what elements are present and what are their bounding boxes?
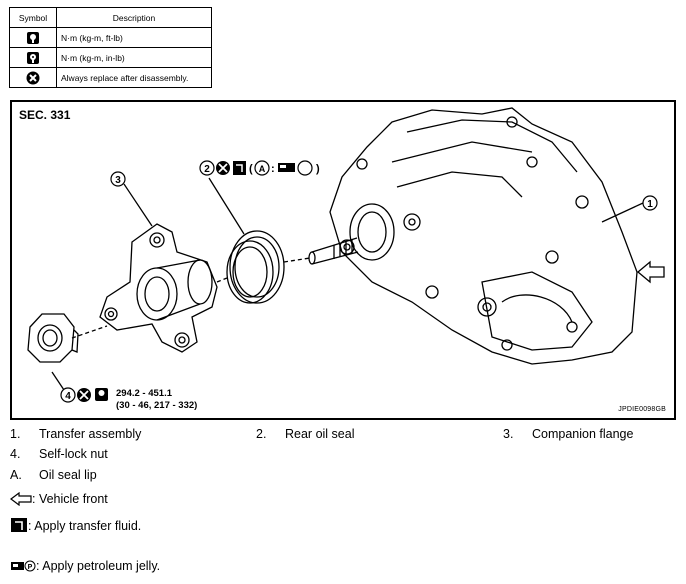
part-item: 2.Rear oil seal bbox=[256, 427, 355, 441]
diagram-artwork: 1 2 3 4 ( A : ) bbox=[27, 107, 665, 403]
callout-4: 4 bbox=[65, 391, 71, 402]
torque-value: 294.2 - 451.1 bbox=[116, 388, 172, 399]
torque-wrench-icon bbox=[9, 27, 57, 48]
self-lock-nut bbox=[27, 313, 75, 363]
transfer-fluid-icon bbox=[11, 518, 27, 532]
section-label: SEC. 331 bbox=[19, 108, 71, 122]
companion-flange bbox=[99, 223, 218, 353]
replace-part-icon bbox=[9, 67, 57, 88]
figure-code: JPDIE0098GB bbox=[618, 406, 666, 413]
part-name: Companion flange bbox=[532, 427, 634, 441]
symbol-description: N·m (kg-m, in-lb) bbox=[56, 47, 212, 68]
replace-part-icon bbox=[216, 161, 230, 175]
symbol-header: Symbol bbox=[9, 7, 57, 28]
part-name: Transfer assembly bbox=[39, 427, 142, 441]
rear-oil-seal bbox=[229, 230, 285, 304]
symbol-table: Symbol Description N·m (kg-m, ft-lb) N·m… bbox=[9, 7, 212, 88]
petroleum-jelly-icon bbox=[278, 160, 313, 176]
transfer-assembly bbox=[329, 107, 638, 365]
legend-vehicle-front: : Vehicle front bbox=[10, 491, 108, 507]
legend-petroleum-jelly: P: Apply petroleum jelly. bbox=[10, 559, 160, 573]
part-name: Rear oil seal bbox=[285, 427, 355, 441]
callout-a: A bbox=[259, 164, 266, 174]
part-item: 3.Companion flange bbox=[503, 427, 634, 441]
callout-2: 2 bbox=[204, 164, 210, 175]
seal-callout-open: ( bbox=[249, 163, 253, 175]
torque-wrench-icon bbox=[95, 388, 108, 401]
transfer-fluid-icon bbox=[233, 161, 246, 175]
description-header: Description bbox=[56, 7, 212, 28]
replace-part-icon bbox=[77, 388, 91, 402]
petroleum-jelly-icon: P bbox=[11, 560, 36, 572]
svg-text:P: P bbox=[28, 564, 33, 571]
part-name: Oil seal lip bbox=[39, 468, 97, 482]
seal-callout-close: ) bbox=[316, 163, 320, 175]
vehicle-front-icon bbox=[10, 491, 32, 507]
torque-wrench-small-icon bbox=[9, 47, 57, 68]
torque-spec: 294.2 - 451.1 (30 - 46, 217 - 332) bbox=[116, 388, 197, 412]
symbol-description: N·m (kg-m, ft-lb) bbox=[56, 27, 212, 48]
legend-transfer-fluid: : Apply transfer fluid. bbox=[10, 517, 141, 533]
torque-value-alt: (30 - 46, 217 - 332) bbox=[116, 400, 198, 411]
vehicle-front-arrow bbox=[636, 260, 665, 284]
exploded-diagram: 1 2 3 4 ( A : ) SEC. 331 294.2 - 451.1 (… bbox=[10, 100, 676, 420]
symbol-description: Always replace after disassembly. bbox=[56, 67, 212, 88]
callout-3: 3 bbox=[115, 175, 121, 186]
part-name: Self-lock nut bbox=[39, 447, 108, 461]
part-item: 1.Transfer assembly bbox=[10, 427, 142, 441]
part-item: 4.Self-lock nut bbox=[10, 447, 108, 461]
seal-callout-colon: : bbox=[271, 163, 275, 175]
callout-1: 1 bbox=[647, 199, 653, 210]
part-item: A.Oil seal lip bbox=[10, 468, 97, 482]
